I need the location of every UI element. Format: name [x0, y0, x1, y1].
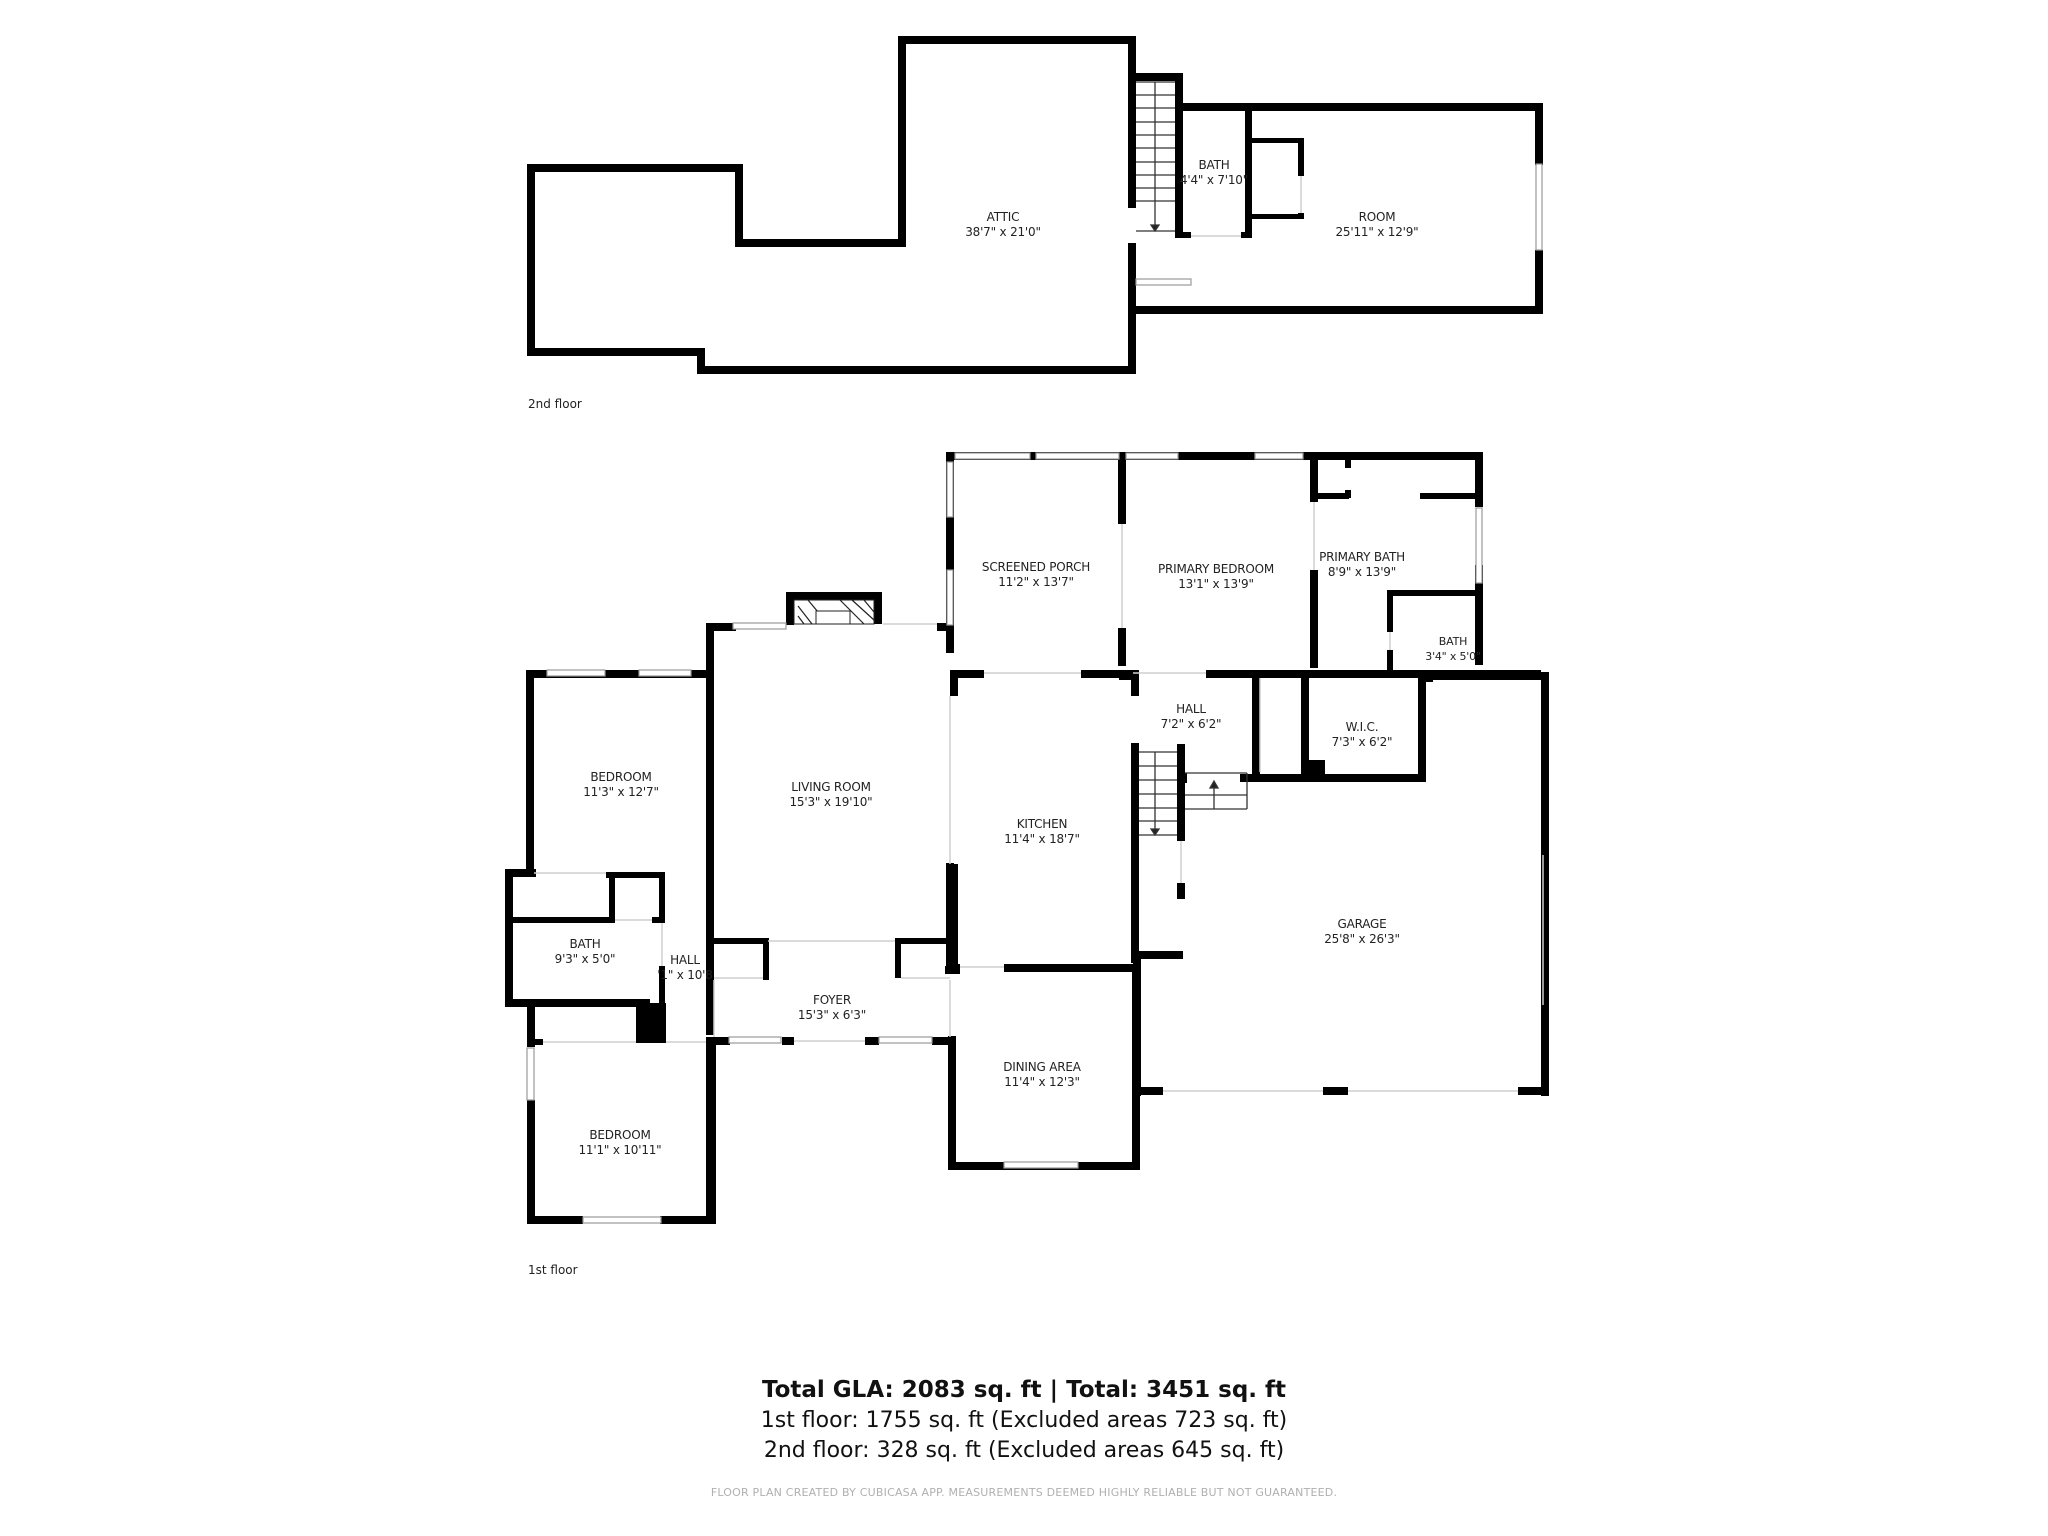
room-name: DINING AREA	[1003, 1060, 1081, 1074]
room-label-bath-primary-small: BATH 3'4" x 5'0"	[1425, 634, 1481, 664]
floor-label-second: 2nd floor	[528, 397, 582, 411]
room-name: HALL	[1176, 702, 1206, 716]
room-label-attic: ATTIC 38'7" x 21'0"	[965, 210, 1041, 240]
room-dims: 9'3" x 5'0"	[554, 952, 616, 966]
room-name: SCREENED PORCH	[981, 560, 1091, 574]
first-floor-details	[526, 452, 1544, 1224]
room-name: HALL	[670, 953, 700, 967]
room-name: FOYER	[813, 993, 851, 1007]
room-label-bath-left: BATH 9'3" x 5'0"	[555, 937, 616, 967]
room-name: BATH	[1438, 635, 1468, 648]
disclaimer: FLOOR PLAN CREATED BY CUBICASA APP. MEAS…	[710, 1486, 1338, 1499]
room-label-kitchen: KITCHEN 11'4" x 18'7"	[1004, 817, 1080, 847]
room-name: GARAGE	[1337, 917, 1387, 931]
room-label-garage: GARAGE 25'8" x 26'3"	[1324, 917, 1400, 947]
room-name: ROOM	[1358, 210, 1396, 224]
room-label-primary-bedroom: PRIMARY BEDROOM 13'1" x 13'9"	[1158, 562, 1274, 592]
room-name: PRIMARY BATH	[1319, 550, 1405, 564]
room-name: BATH	[1198, 158, 1230, 172]
room-dims: 3'4" x 5'0"	[1425, 650, 1481, 663]
attic-stairs	[1136, 81, 1175, 233]
second-floor-walls	[527, 36, 1543, 374]
second-floor-details	[1135, 81, 1543, 286]
room-dims: 11'4" x 18'7"	[1004, 832, 1080, 846]
room-label-screened-porch: SCREENED PORCH 11'2" x 13'7"	[982, 560, 1090, 590]
total-area-summary: Total GLA: 2083 sq. ft | Total: 3451 sq.…	[761, 1377, 1287, 1403]
second-floor-area: 2nd floor: 328 sq. ft (Excluded areas 64…	[763, 1438, 1285, 1463]
room-name: KITCHEN	[1016, 817, 1068, 831]
room-dims: 25'11" x 12'9"	[1335, 225, 1419, 239]
room-dims: 15'3" x 6'3"	[797, 1008, 867, 1022]
room-label-living-room: LIVING ROOM 15'3" x 19'10"	[789, 780, 872, 810]
room-label-bedroom-bottom: BEDROOM 11'1" x 10'11"	[578, 1128, 661, 1158]
room-dims: 8'9" x 13'9"	[1327, 565, 1397, 579]
room-dims: 11'4" x 12'3"	[1004, 1075, 1080, 1089]
room-label-foyer: FOYER 15'3" x 6'3"	[798, 993, 866, 1023]
room-label-wic: W.I.C. 7'3" x 6'2"	[1332, 720, 1393, 750]
room-dims: 11'2" x 13'7"	[998, 575, 1074, 589]
room-dims: 7'2" x 6'2"	[1160, 717, 1222, 731]
room-dims: 13'1" x 13'9"	[1178, 577, 1254, 591]
room-dims: 38'7" x 21'0"	[965, 225, 1041, 239]
room-dims: 15'3" x 19'10"	[789, 795, 873, 809]
floor-label-first: 1st floor	[528, 1263, 578, 1277]
room-label-dining-area: DINING AREA 11'4" x 12'3"	[1003, 1060, 1081, 1090]
room-name: ATTIC	[986, 210, 1020, 224]
room-label-hall-upper: HALL 7'2" x 6'2"	[1161, 702, 1222, 732]
room-dims: 7'3" x 6'2"	[1331, 735, 1393, 749]
room-label-bedroom-left: BEDROOM 11'3" x 12'7"	[583, 770, 659, 800]
room-dims: 4'4" x 7'10"	[1179, 173, 1249, 187]
room-name: W.I.C.	[1345, 720, 1379, 734]
room-label-room: ROOM 25'11" x 12'9"	[1335, 210, 1418, 240]
room-dims: 25'8" x 26'3"	[1324, 932, 1400, 946]
room-label-hall-left: HALL '1" x 10'8	[657, 953, 713, 983]
room-dims: 11'1" x 10'11"	[578, 1143, 662, 1157]
room-name: BEDROOM	[589, 1128, 651, 1142]
fireplace	[793, 599, 875, 625]
room-label-bath-upper: BATH 4'4" x 7'10"	[1180, 158, 1248, 188]
room-name: BATH	[569, 937, 601, 951]
room-dims: '1" x 10'8	[657, 968, 713, 982]
room-name: PRIMARY BEDROOM	[1157, 562, 1275, 576]
main-stairs	[1139, 751, 1248, 837]
first-floor-area: 1st floor: 1755 sq. ft (Excluded areas 7…	[760, 1408, 1288, 1433]
room-dims: 11'3" x 12'7"	[583, 785, 659, 799]
room-name: BEDROOM	[590, 770, 652, 784]
room-label-primary-bath: PRIMARY BATH 8'9" x 13'9"	[1319, 550, 1405, 580]
room-name: LIVING ROOM	[791, 780, 871, 794]
